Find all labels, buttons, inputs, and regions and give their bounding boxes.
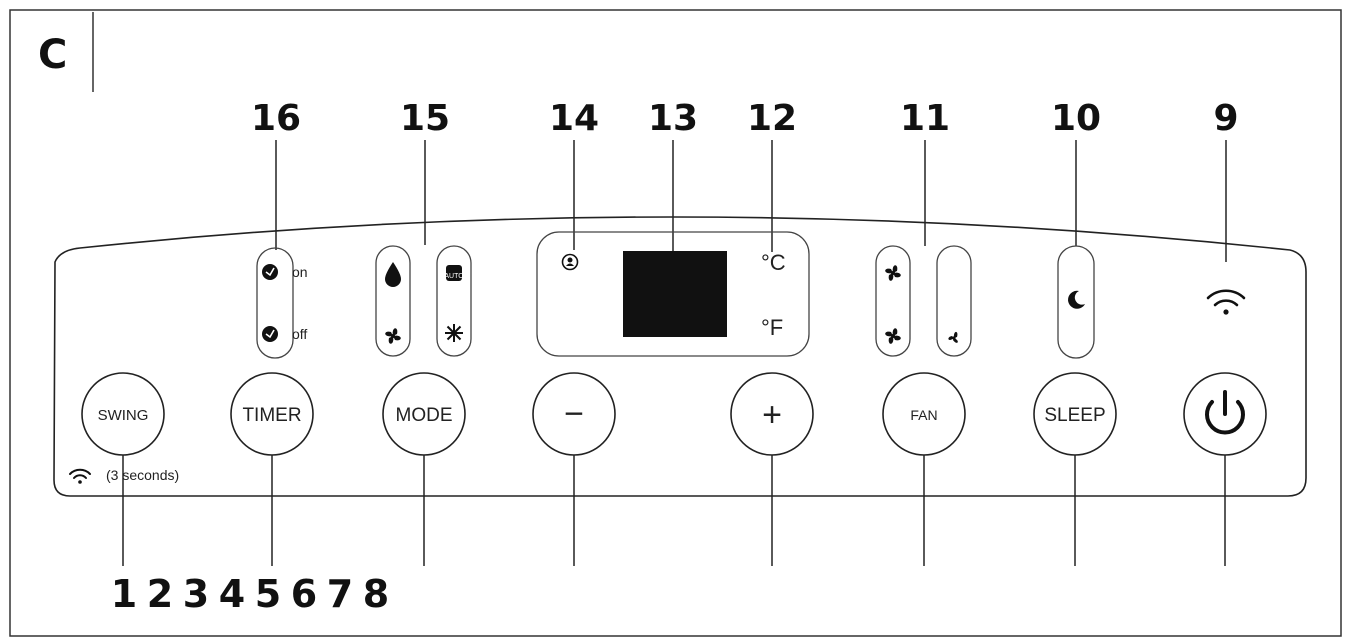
callout-6: 6: [290, 572, 320, 616]
leader-lines-bottom: [122, 455, 1226, 566]
fan-low-icon: [948, 331, 958, 343]
mode-button[interactable]: MODE: [382, 372, 466, 456]
panel-letter: C: [38, 32, 67, 78]
callout-14: 14: [549, 98, 599, 139]
minus-button[interactable]: −: [532, 372, 616, 456]
panel-body: [53, 216, 1307, 497]
fan-indicator-pill-right: [936, 245, 972, 357]
callout-15: 15: [400, 98, 450, 139]
swing-button-label: SWING: [98, 407, 149, 424]
mode-button-label: MODE: [396, 405, 453, 426]
sleep-button-label: SLEEP: [1044, 405, 1105, 426]
wifi-hold-duration: (3 seconds): [106, 467, 179, 483]
timer-on-label: on: [292, 264, 308, 280]
lcd-screen: [623, 251, 727, 337]
sleep-button[interactable]: SLEEP: [1033, 372, 1117, 456]
leader-lines-top: [275, 140, 1227, 262]
wifi-icon: [1206, 289, 1246, 315]
outer-frame: [9, 9, 1342, 637]
callout-8: 8: [362, 572, 392, 616]
clock-off-hands: [265, 329, 275, 339]
person-icon: [561, 253, 579, 271]
minus-button-label: −: [564, 395, 584, 433]
clock-on-hands: [265, 267, 275, 277]
callouts-top: 16 15 14 13 12 11 10 9: [251, 98, 1239, 139]
callout-1: 1: [110, 572, 140, 616]
callout-3: 3: [182, 572, 212, 616]
timer-off-indicator: off: [262, 326, 307, 342]
swing-button[interactable]: SWING: [81, 372, 165, 456]
timer-button-label: TIMER: [242, 405, 301, 426]
fan-button-label: FAN: [910, 407, 937, 423]
mode-indicator-pill-left: [375, 245, 411, 357]
callout-12: 12: [747, 98, 797, 139]
power-icon: [1205, 390, 1245, 435]
display-frame: [536, 231, 810, 357]
fan-high-icon: [885, 265, 901, 281]
fan-indicator-pill-left: [875, 245, 911, 357]
clock-on-icon: [262, 264, 278, 280]
timer-button[interactable]: TIMER: [230, 372, 314, 456]
callout-13: 13: [648, 98, 698, 139]
callout-10: 10: [1051, 98, 1101, 139]
timer-indicator-pill: [256, 247, 294, 359]
drop-icon: [385, 262, 401, 287]
plus-button-label: +: [762, 396, 782, 434]
mode-indicator-pill-right: [436, 245, 472, 357]
timer-off-label: off: [292, 326, 307, 342]
plus-button[interactable]: +: [730, 372, 814, 456]
fan-mid-icon: [885, 328, 901, 344]
callout-11: 11: [900, 98, 950, 139]
fan-button[interactable]: FAN: [882, 372, 966, 456]
celsius-indicator: °C: [761, 250, 786, 275]
snowflake-icon: [445, 324, 463, 342]
callout-4: 4: [218, 572, 248, 616]
fan-icon: [385, 328, 401, 344]
callout-16: 16: [251, 98, 301, 139]
callout-9: 9: [1213, 98, 1238, 139]
sleep-indicator-pill: [1057, 245, 1095, 359]
fahrenheit-indicator: °F: [761, 315, 783, 340]
auto-icon: AUTO: [444, 265, 464, 281]
wifi-hold-note: (3 seconds): [69, 467, 179, 484]
callout-5: 5: [254, 572, 284, 616]
svg-text:AUTO: AUTO: [444, 273, 464, 280]
moon-icon: [1068, 290, 1085, 309]
callout-7: 7: [326, 572, 356, 616]
wifi-small-icon: [69, 468, 91, 484]
callout-2: 2: [146, 572, 176, 616]
clock-off-icon: [262, 326, 278, 342]
power-button[interactable]: [1183, 372, 1267, 456]
timer-on-indicator: on: [262, 264, 308, 280]
